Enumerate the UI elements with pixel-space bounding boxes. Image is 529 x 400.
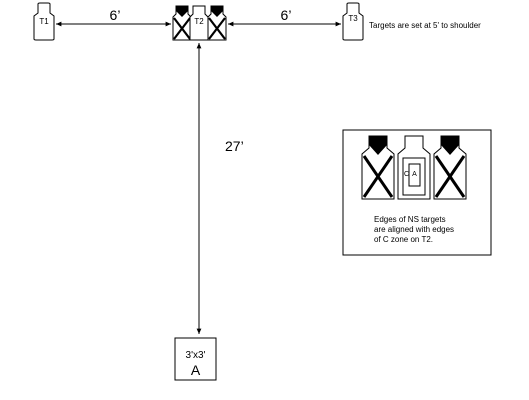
distance-label-vertical: 27’ — [225, 138, 244, 154]
distance-label-left: 6’ — [110, 7, 121, 23]
inset-caption-line-3: of C zone on T2. — [374, 235, 433, 244]
inset-caption-line-1: Edges of NS targets — [374, 215, 446, 224]
target-t2-label: T2 — [194, 17, 204, 26]
target-t2: T2 — [189, 5, 209, 41]
target-t3-outline — [342, 2, 364, 41]
no-shoot-target-right — [207, 5, 227, 41]
target-t1-label: T1 — [39, 17, 49, 26]
target-t3: T3 — [342, 2, 364, 41]
inset-c-zone — [402, 157, 426, 196]
no-shoot-right-head-fill — [211, 6, 223, 17]
target-array-center: T2 — [172, 5, 227, 41]
target-height-note: Targets are set at 5' to shoulder — [369, 21, 481, 30]
inset-c-label: C — [404, 171, 409, 178]
distance-label-right: 6’ — [281, 7, 292, 23]
inset-frame — [342, 129, 492, 256]
no-shoot-left-head-fill — [176, 6, 188, 17]
shooting-box-size-label: 3'x3' — [186, 350, 206, 361]
target-t3-label: T3 — [348, 14, 358, 23]
inset-no-shoot-left-head-fill — [369, 136, 387, 155]
inset-a-label: A — [412, 171, 417, 178]
inset-detail: C A Edges of NS targets are aligned with… — [342, 129, 492, 256]
shooting-box-outline — [174, 337, 217, 381]
inset-no-shoot-right-head-fill — [441, 136, 459, 155]
no-shoot-target-left — [172, 5, 192, 41]
inset-a-zone — [408, 163, 421, 187]
target-t1: T1 — [33, 2, 55, 41]
shooting-box: 3'x3' A — [174, 337, 217, 381]
target-t1-outline — [33, 2, 55, 41]
inset-caption-line-2: are aligned with edges — [374, 225, 454, 234]
shooting-box-letter: A — [191, 362, 201, 378]
inset-target-t2-outline — [397, 135, 431, 200]
